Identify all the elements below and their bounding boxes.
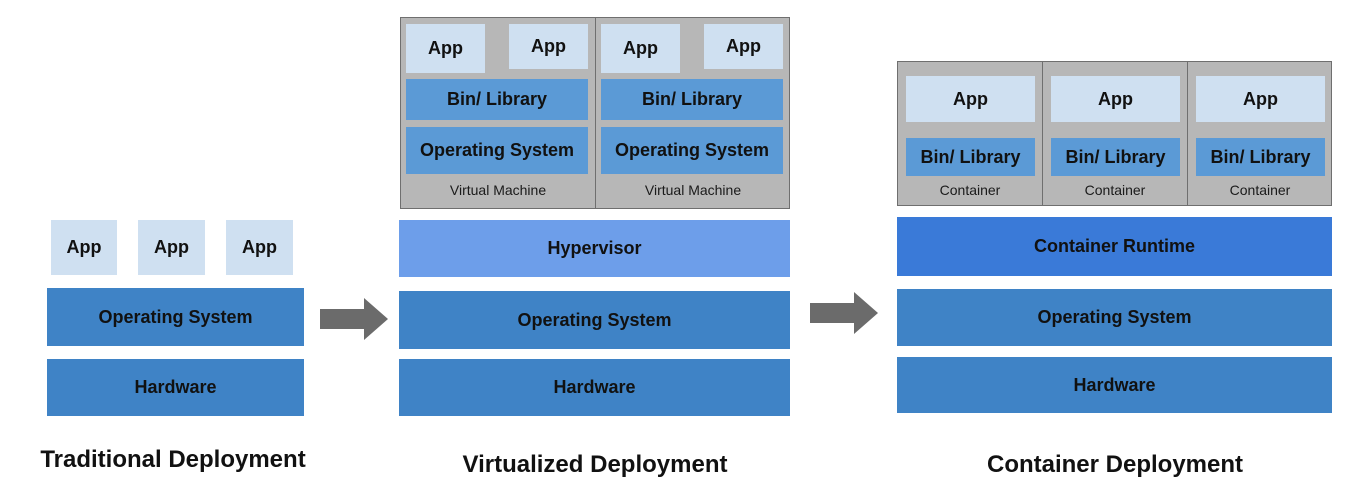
container3-app: App [1196, 76, 1325, 122]
vm-divider [595, 18, 596, 208]
arrow-right-icon [810, 292, 878, 334]
vm1-library: Bin/ Library [406, 79, 588, 120]
virtualized-hardware-layer: Hardware [399, 359, 790, 416]
vm2-library: Bin/ Library [601, 79, 783, 120]
traditional-title: Traditional Deployment [40, 446, 306, 473]
container-divider-1 [1042, 62, 1043, 205]
vm1-app-1: App [406, 24, 485, 73]
virtualized-title: Virtualized Deployment [462, 451, 728, 478]
traditional-hardware-layer: Hardware [47, 359, 304, 416]
container2-library: Bin/ Library [1051, 138, 1180, 176]
vm2-app-1: App [601, 24, 680, 73]
container1-caption: Container [939, 182, 1001, 198]
container-title: Container Deployment [986, 451, 1244, 478]
hypervisor-layer: Hypervisor [399, 220, 790, 277]
container3-caption: Container [1229, 182, 1291, 198]
vm1-caption: Virtual Machine [449, 182, 547, 198]
container2-app: App [1051, 76, 1180, 122]
container-hardware-layer: Hardware [897, 357, 1332, 413]
traditional-app-3: App [226, 220, 293, 275]
container-divider-2 [1187, 62, 1188, 205]
vm1-app-2: App [509, 24, 588, 69]
arrow-right-icon [320, 298, 388, 340]
container1-library: Bin/ Library [906, 138, 1035, 176]
virtualized-os-layer: Operating System [399, 291, 790, 349]
container-runtime-layer: Container Runtime [897, 217, 1332, 276]
traditional-app-2: App [138, 220, 205, 275]
container2-caption: Container [1084, 182, 1146, 198]
vm2-caption: Virtual Machine [644, 182, 742, 198]
traditional-app-1: App [51, 220, 117, 275]
container3-library: Bin/ Library [1196, 138, 1325, 176]
vm2-os: Operating System [601, 127, 783, 174]
vm1-os: Operating System [406, 127, 588, 174]
traditional-os-layer: Operating System [47, 288, 304, 346]
vm2-app-2: App [704, 24, 783, 69]
container1-app: App [906, 76, 1035, 122]
container-os-layer: Operating System [897, 289, 1332, 346]
